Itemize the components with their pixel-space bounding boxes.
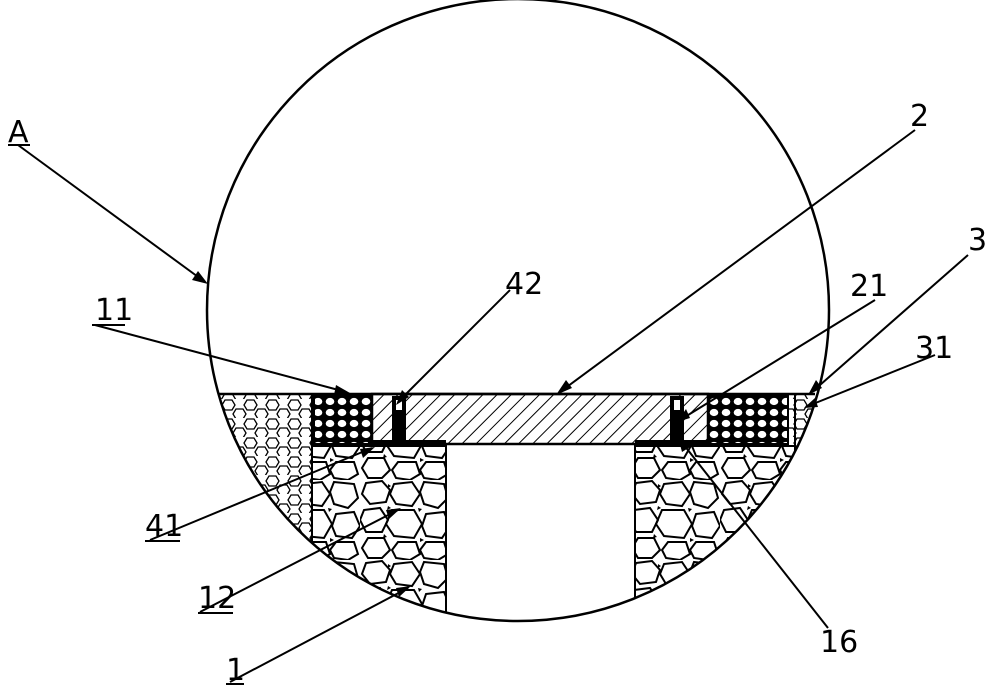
label-3: 3 [968, 223, 987, 258]
stone-fill-left [312, 446, 446, 656]
label-42: 42 [505, 267, 543, 302]
label-41: 41 [145, 509, 183, 544]
label-16: 16 [820, 625, 858, 660]
block-11 [314, 396, 372, 444]
label-11: 11 [95, 293, 133, 328]
label-2: 2 [910, 99, 929, 134]
label-12: 12 [198, 581, 236, 616]
slab-2 [372, 394, 708, 444]
block-3 [708, 396, 788, 444]
label-1: 1 [226, 653, 245, 688]
label-A: A [8, 115, 29, 150]
label-21: 21 [850, 269, 888, 304]
label-31: 31 [915, 331, 953, 366]
plate-left [368, 440, 446, 446]
